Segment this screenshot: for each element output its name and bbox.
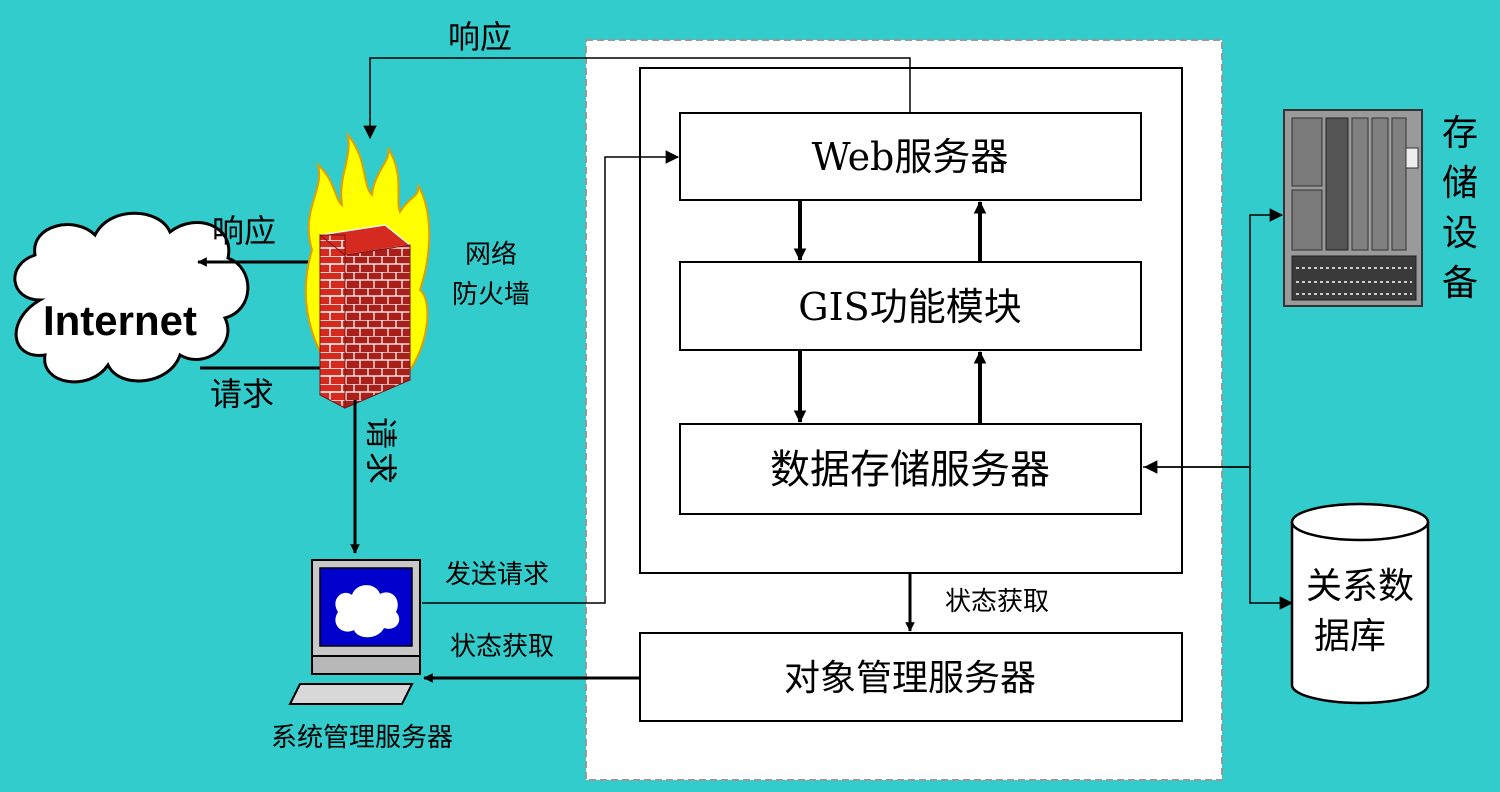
db-link-line	[1249, 467, 1294, 610]
firewall-icon	[304, 131, 431, 409]
storage-device-char2: 储	[1442, 163, 1478, 204]
send-request-line	[422, 150, 680, 604]
object-mgmt-server-label: 对象管理服务器	[784, 658, 1036, 699]
status-fetch-right-label: 状态获取	[945, 587, 1049, 617]
data-storage-server-box	[679, 423, 1142, 515]
storage-device-char4: 备	[1442, 263, 1478, 304]
storage-device-char3: 设	[1442, 213, 1478, 254]
response-top-line	[363, 57, 911, 140]
relational-db-line2: 据库	[1314, 616, 1386, 657]
request-down-char2: 求	[362, 452, 400, 484]
computer-icon	[288, 559, 421, 705]
storage-device-char1: 存	[1442, 113, 1478, 154]
gis-module-box	[679, 261, 1142, 351]
storage-device-icon	[1283, 109, 1423, 307]
data-storage-server-label: 数据存储服务器	[770, 447, 1050, 493]
web-server-box	[679, 112, 1142, 201]
status-fetch-left-label: 状态获取	[450, 632, 554, 662]
firewall-label-line2: 防火墙	[452, 280, 530, 310]
response-top-label: 响应	[448, 18, 512, 56]
firewall-label-line1: 网络	[465, 240, 517, 270]
internet-label: Internet	[43, 297, 197, 344]
request-left-label: 请求	[210, 375, 274, 413]
web-server-label: Web服务器	[812, 135, 1009, 179]
response-left-label: 响应	[212, 212, 276, 250]
database-icon	[1290, 502, 1430, 705]
system-mgmt-server-label: 系统管理服务器	[271, 723, 453, 753]
relational-db-line1: 关系数	[1306, 566, 1414, 607]
request-down-char1: 请	[362, 417, 400, 449]
send-request-label: 发送请求	[445, 560, 549, 590]
cloud-icon	[13, 211, 250, 384]
gis-module-label: GIS功能模块	[798, 285, 1021, 329]
